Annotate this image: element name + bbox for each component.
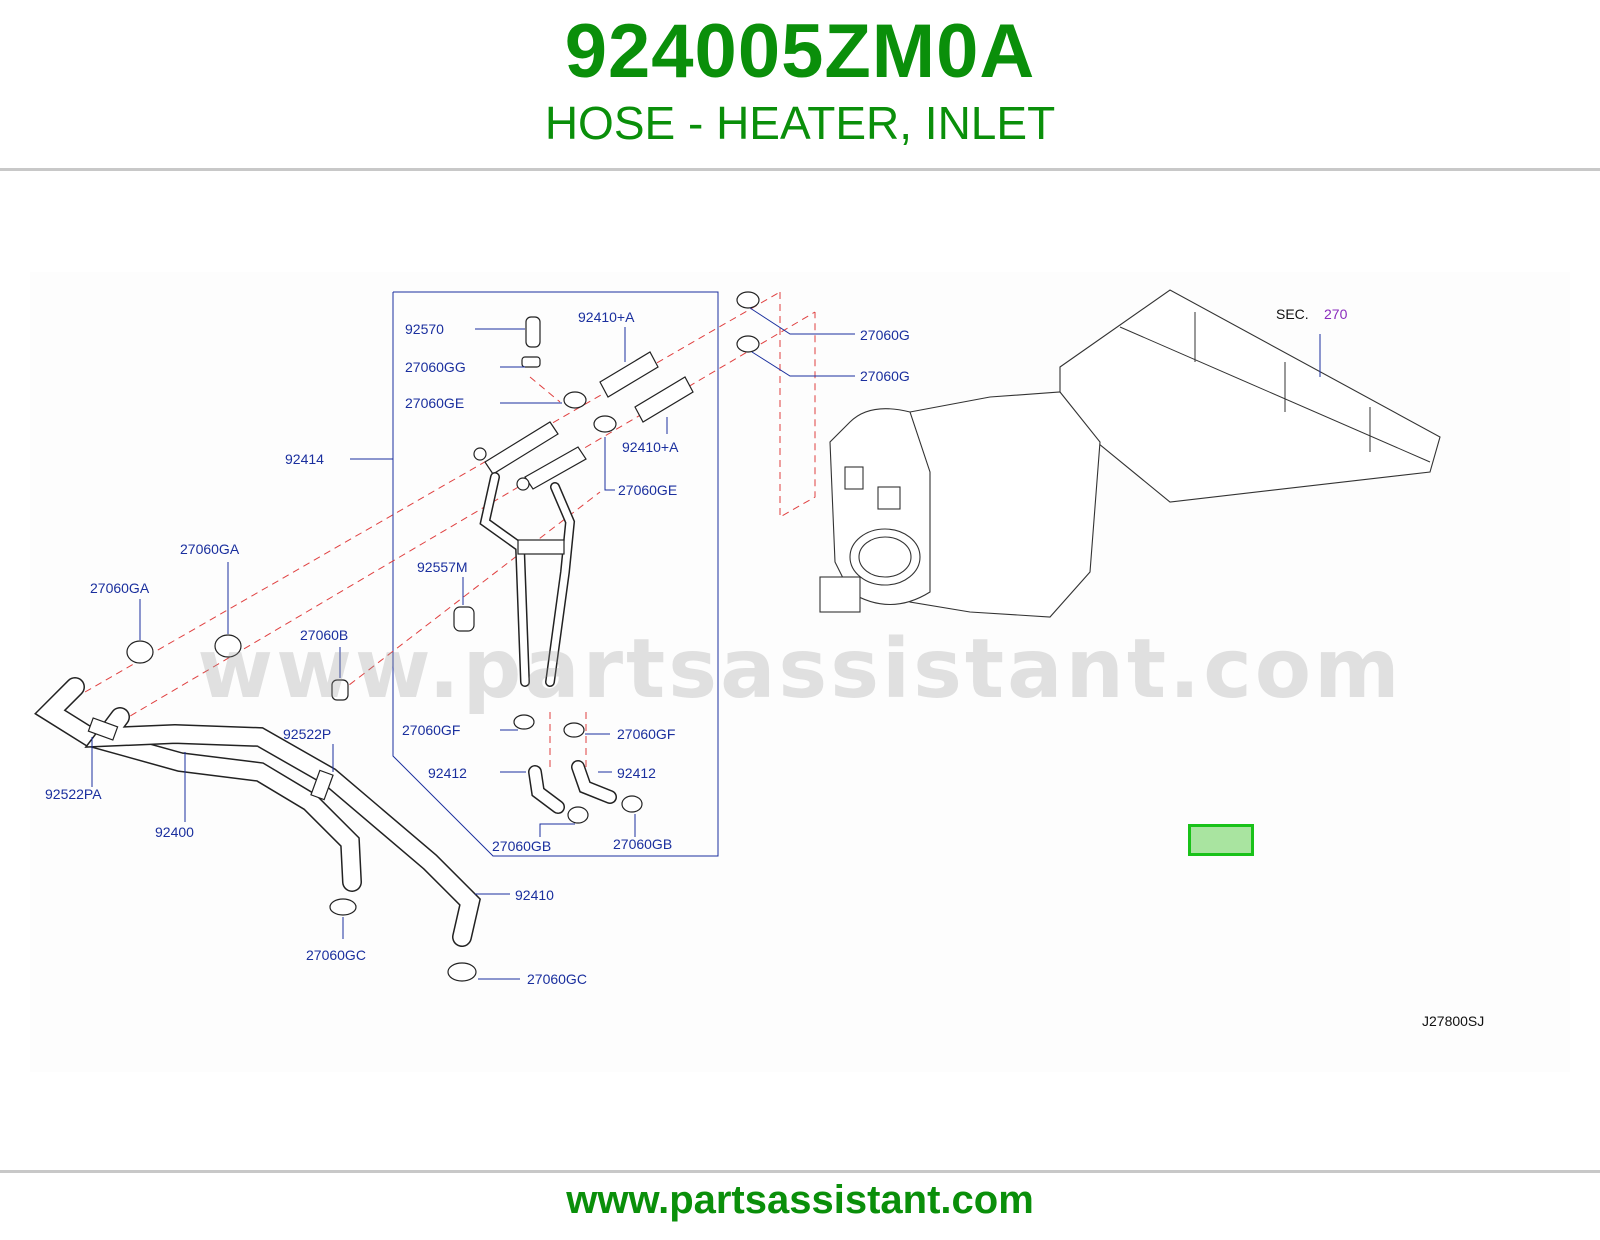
section-prefix: SEC. [1276, 306, 1309, 322]
clamp-27060gc-a [329, 898, 357, 916]
clamp-27060gb-a [567, 806, 589, 824]
page-header: 924005ZM0A HOSE - HEATER, INLET [0, 0, 1600, 170]
label-27060gb-right: 27060GB [613, 836, 672, 852]
grommet-27060b [331, 679, 349, 701]
label-92522p: 92522P [283, 726, 331, 742]
label-27060gf-left: 27060GF [402, 722, 460, 738]
cap-92570 [525, 316, 541, 348]
label-27060gc-right: 27060GC [527, 971, 587, 987]
label-92410: 92410 [515, 887, 554, 903]
label-27060ga-upper: 27060GA [180, 541, 240, 557]
clamp-27060ga-a [126, 640, 154, 664]
label-27060b: 27060B [300, 627, 348, 643]
label-27060g-upper: 27060G [860, 327, 910, 343]
clamp-27060g-a [736, 291, 760, 309]
footer-divider [0, 1170, 1600, 1173]
label-92412-left: 92412 [428, 765, 467, 781]
parts-diagram-svg: 92570 92410+A 27060GG 27060GE 92414 9241… [34, 289, 1484, 1029]
diagram-code: J27800SJ [1422, 1013, 1484, 1029]
label-27060ge-right: 27060GE [618, 482, 677, 498]
highlight-marker [1188, 824, 1254, 856]
label-27060ge-left: 27060GE [405, 395, 464, 411]
clamp-27060g-b [736, 335, 760, 353]
assembly-frame [392, 291, 719, 857]
clamp-27060gf-b [563, 722, 585, 738]
label-92410a-lower: 92410+A [622, 439, 679, 455]
part-number-title: 924005ZM0A [564, 9, 1036, 94]
label-27060gb-left: 27060GB [492, 838, 551, 854]
label-92414: 92414 [285, 451, 324, 467]
section-link-270[interactable]: 270 [1324, 306, 1348, 322]
leader-lines [91, 307, 855, 980]
hose-92410a-upper [599, 351, 659, 398]
label-92522pa: 92522PA [45, 786, 102, 802]
footer-url-link[interactable]: www.partsassistant.com [566, 1178, 1034, 1222]
hose-92410a-lower [634, 376, 694, 423]
heater-hose-main [34, 677, 481, 947]
label-27060gc-left: 27060GC [306, 947, 366, 963]
label-92412-right: 92412 [617, 765, 656, 781]
small-parts [126, 291, 760, 982]
label-27060g-lower: 27060G [860, 368, 910, 384]
grommet-92557m [453, 606, 475, 632]
clamp-27060gf-a [513, 714, 535, 730]
label-27060ga-lower: 27060GA [90, 580, 150, 596]
clamp-27060gb-b [621, 795, 643, 813]
clamp-27060ge-b [593, 415, 617, 433]
label-92410a-upper: 92410+A [578, 309, 635, 325]
label-92570: 92570 [405, 321, 444, 337]
label-92557m: 92557M [417, 559, 468, 575]
heater-pipe-assembly [473, 421, 587, 687]
label-27060gg: 27060GG [405, 359, 466, 375]
part-name-subtitle: HOSE - HEATER, INLET [544, 97, 1056, 149]
parts-diagram: 92570 92410+A 27060GG 27060GE 92414 9241… [30, 272, 1570, 1072]
engine-intake-manifold [819, 289, 1441, 618]
label-27060gf-right: 27060GF [617, 726, 675, 742]
clamp-27060ge-a [563, 391, 587, 409]
clamp-27060gc-b [447, 962, 477, 982]
clamp-27060ga-b [214, 634, 242, 658]
label-92400: 92400 [155, 824, 194, 840]
header-divider [0, 168, 1600, 171]
